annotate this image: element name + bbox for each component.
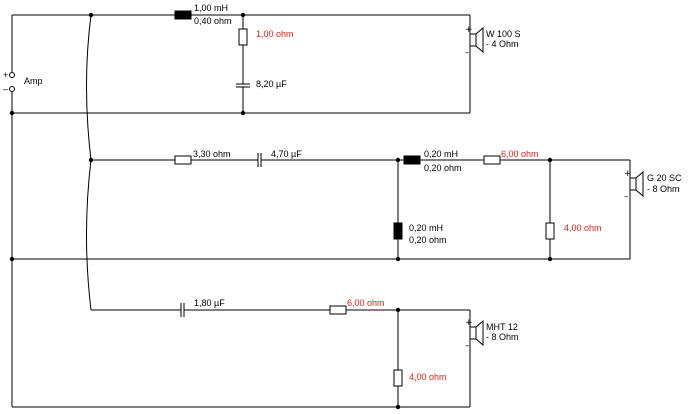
woofer-shunt-resistor-value: 1,00 ohm <box>256 29 294 39</box>
svg-text:–: – <box>465 48 470 58</box>
mid-inductor-resistance: 0,20 ohm <box>424 163 462 173</box>
feed-wire <box>86 14 92 311</box>
junction-dot <box>9 256 15 262</box>
mid-series-resistor-2-value: 6,00 ohm <box>501 149 539 159</box>
junction-dot <box>88 157 94 163</box>
mid-series-resistor[interactable] <box>174 155 192 165</box>
woofer-series-inductor[interactable] <box>174 10 192 20</box>
mid-shunt-inductor-value: 0,20 mH <box>409 223 443 233</box>
svg-text:+: + <box>465 318 473 328</box>
mid-shunt-inductor[interactable] <box>393 222 403 240</box>
amp-label: Amp <box>24 76 43 86</box>
mid-speaker-impedance: - 8 Ohm <box>647 184 680 194</box>
mid-series-capacitor-value: 4,70 µF <box>271 149 302 159</box>
tweeter-branch: + – 1,80 µF 6,00 ohm 4,00 ohm MHT 12 - 8… <box>12 298 519 410</box>
amp-source: + – Amp <box>3 15 43 407</box>
junction-dot <box>395 307 401 313</box>
tweeter-speaker-icon[interactable]: + – <box>465 318 484 351</box>
tweeter-speaker-name: MHT 12 <box>486 322 518 332</box>
junction-dot <box>240 12 246 18</box>
junction-dot <box>240 110 246 116</box>
svg-text:+: + <box>465 25 473 35</box>
woofer-inductor-value: 1,00 mH <box>194 3 228 13</box>
mid-speaker-icon[interactable]: + – <box>624 169 644 202</box>
junction-dot <box>547 256 553 262</box>
svg-text:+: + <box>624 169 632 179</box>
junction-dot <box>547 157 553 163</box>
woofer-shunt-capacitor-value: 8,20 µF <box>256 79 287 89</box>
tweeter-series-resistor[interactable] <box>329 305 347 315</box>
amp-minus-sign: – <box>3 84 8 94</box>
woofer-speaker-impedance: - 4 Ohm <box>486 39 519 49</box>
svg-text:–: – <box>624 192 629 202</box>
mid-inductor-value: 0,20 mH <box>424 149 458 159</box>
woofer-speaker-icon[interactable]: + – <box>465 25 484 58</box>
tweeter-speaker-impedance: - 8 Ohm <box>486 332 519 342</box>
woofer-inductor-resistance: 0,40 ohm <box>194 16 232 26</box>
junction-dot <box>395 404 401 410</box>
woofer-branch: + – 1,00 mH 0,40 ohm 1,00 ohm 8,20 µF W … <box>9 3 521 116</box>
tweeter-series-capacitor-value: 1,80 µF <box>194 298 225 308</box>
mid-series-resistor-2[interactable] <box>483 155 501 165</box>
amp-plus-sign: + <box>3 70 8 80</box>
tweeter-shunt-resistor-value: 4,00 ohm <box>409 372 447 382</box>
mid-branch: + – 3,30 ohm 4,70 µF 0,20 mH 0,20 ohm 6,… <box>9 149 682 262</box>
mid-shunt-inductor-resistance: 0,20 ohm <box>409 235 447 245</box>
junction-dot <box>395 256 401 262</box>
woofer-shunt-resistor[interactable] <box>238 28 248 46</box>
mid-shunt-resistor-value: 4,00 ohm <box>564 223 602 233</box>
mid-series-inductor[interactable] <box>403 155 421 165</box>
amp-minus-terminal[interactable] <box>9 86 15 92</box>
woofer-speaker-name: W 100 S <box>486 29 521 39</box>
mid-series-resistor-value: 3,30 ohm <box>193 149 231 159</box>
mid-shunt-resistor[interactable] <box>545 222 555 240</box>
junction-dot <box>9 110 15 116</box>
junction-dot <box>395 157 401 163</box>
tweeter-series-resistor-value: 6,00 ohm <box>347 298 385 308</box>
tweeter-shunt-resistor[interactable] <box>393 369 403 387</box>
svg-text:–: – <box>465 341 470 351</box>
mid-speaker-name: G 20 SC <box>647 173 682 183</box>
amp-plus-terminal[interactable] <box>9 72 15 78</box>
